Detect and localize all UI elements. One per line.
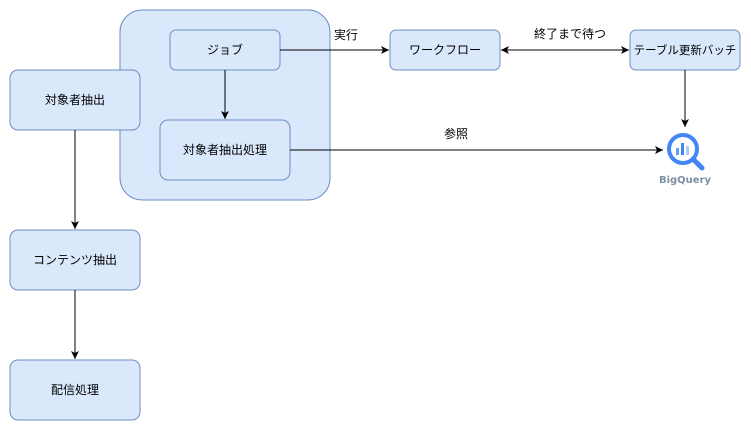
edge-label-reference: 参照: [444, 126, 468, 141]
edge-label-wait: 終了まで待つ: [534, 26, 606, 41]
node-table-update-batch-label: テーブル更新バッチ: [634, 43, 737, 57]
node-job-label: ジョブ: [207, 42, 243, 57]
node-table-update-batch[interactable]: テーブル更新バッチ: [629, 29, 741, 71]
node-target-extract-label: 対象者抽出: [45, 93, 105, 107]
node-target-extract[interactable]: 対象者抽出: [9, 69, 141, 131]
node-content-extract-label: コンテンツ抽出: [33, 253, 117, 267]
edge-label-execute: 実行: [334, 27, 358, 42]
node-delivery-label: 配信処理: [51, 383, 99, 397]
bigquery-icon: [667, 133, 705, 171]
bigquery-label: BigQuery: [659, 175, 712, 186]
node-workflow-label: ワークフロー: [409, 43, 481, 57]
node-workflow[interactable]: ワークフロー: [389, 29, 501, 71]
node-content-extract[interactable]: コンテンツ抽出: [9, 229, 141, 291]
node-job[interactable]: ジョブ: [169, 29, 281, 71]
node-target-extract-process-label: 対象者抽出処理: [183, 143, 267, 157]
node-target-extract-process[interactable]: 対象者抽出処理: [159, 119, 291, 181]
node-delivery[interactable]: 配信処理: [9, 359, 141, 421]
